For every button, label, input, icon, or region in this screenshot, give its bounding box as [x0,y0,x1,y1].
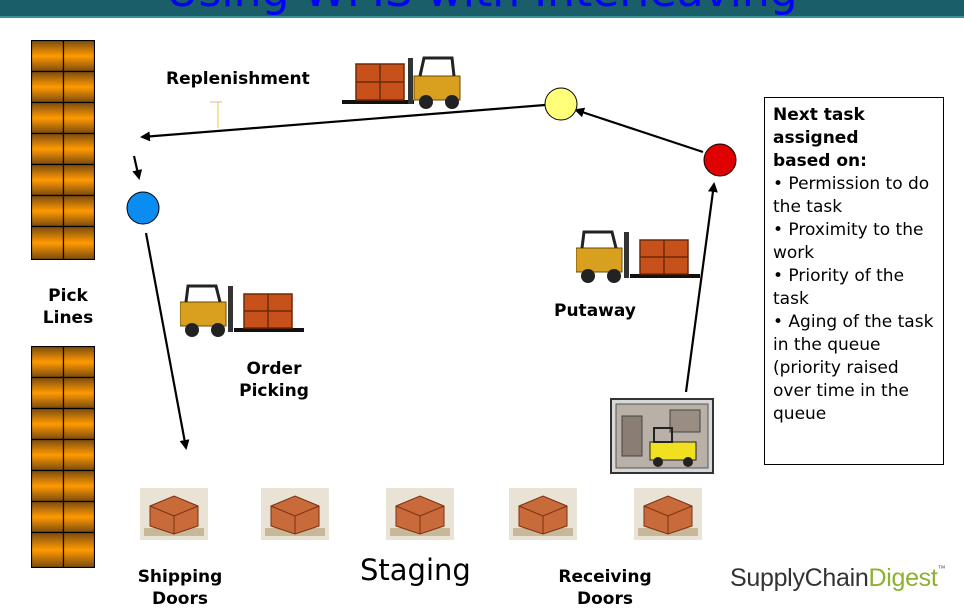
rack-icon [31,40,95,260]
rack-icon [31,346,95,568]
brand-part-2: Digest [868,564,938,592]
shipping-doors-line-1: Shipping [137,567,223,587]
pallet-boxes-icon [386,488,454,540]
arrow-icon [574,107,704,154]
staging-label: Staging [360,553,471,587]
note-item: • Permission to do the task [773,174,930,217]
forklift-icon [342,56,461,109]
pick-lines-line-1: Pick [48,286,88,306]
title-underline [0,16,964,18]
order-picking-line-1: Order [246,359,302,379]
arrow-icon [684,182,718,393]
note-heading-line-2: assigned [773,128,859,148]
replenishment-label: Replenishment [166,69,310,89]
note-item: • Priority of the task [773,266,905,309]
pick-lines-label: Pick Lines [28,285,108,329]
node-circle-icon [544,87,578,121]
receiving-doors-line-1: Receiving [558,567,652,587]
pallet-boxes-icon [140,488,208,540]
brand-part-1: SupplyChain [730,564,869,592]
order-picking-label: Order Picking [224,358,324,402]
brand-trademark: ™ [937,564,946,573]
pick-lines-line-2: Lines [42,308,94,328]
brand-logo: SupplyChainDigest™ [730,564,946,593]
slide-title: Using WMS with Interleaving [0,0,964,18]
arrow-icon [144,232,190,450]
node-circle-icon [703,143,737,177]
node-circle-icon [126,191,160,225]
note-item: • Proximity to the work [773,220,924,263]
pallet-boxes-icon [634,488,702,540]
receiving-doors-label: Receiving Doors [548,566,662,610]
shipping-doors-label: Shipping Doors [128,566,232,610]
pallet-boxes-icon [509,488,577,540]
pallet-boxes-icon [261,488,329,540]
title-bar: Using WMS with Interleaving [0,0,964,18]
order-picking-line-2: Picking [239,381,309,401]
note-heading-line-1: Next task [773,105,865,125]
note-heading-line-3: based on: [773,151,867,171]
note-item: • Aging of the task in the queue (priori… [773,312,934,424]
putaway-label: Putaway [554,301,636,321]
arrow-icon [132,155,143,180]
warehouse-photo-icon [610,398,714,474]
arrow-icon [140,103,546,142]
receiving-doors-line-2: Doors [577,589,633,609]
shipping-doors-line-2: Doors [152,589,208,609]
note-heading: Next task assigned based on: [773,104,935,173]
forklift-icon [576,230,700,283]
task-criteria-note: Next task assigned based on: • Permissio… [764,97,944,465]
forklift-icon [180,284,304,337]
